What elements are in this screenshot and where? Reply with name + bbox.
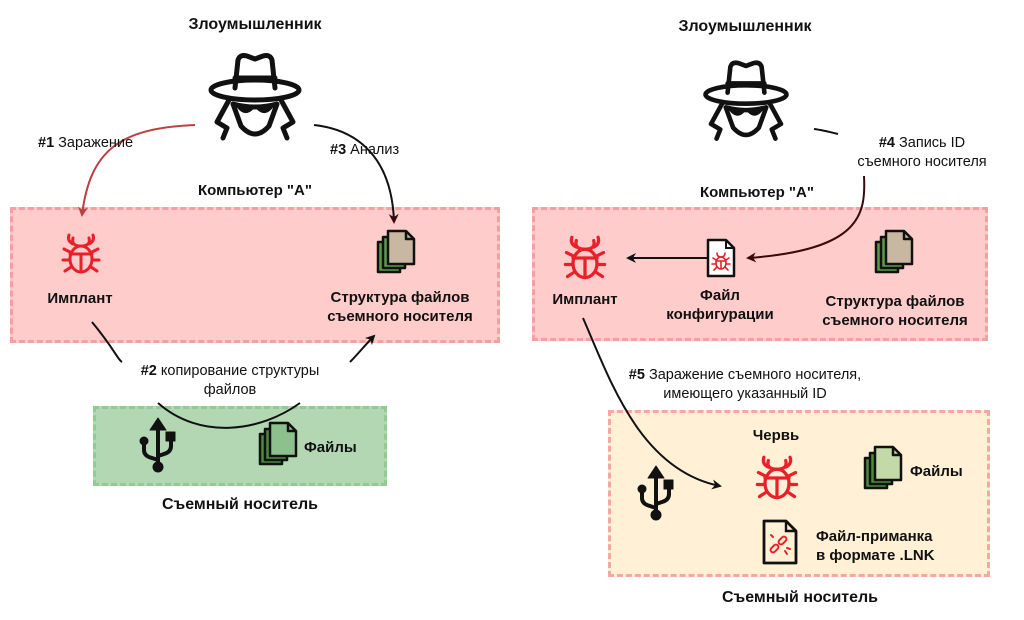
right-files-label: Файлы: [910, 463, 963, 480]
left-implant-label: Имплант: [47, 290, 113, 307]
right-usb-title: Съемный носитель: [721, 589, 879, 606]
files-icon: [863, 445, 903, 490]
files-icon: [258, 421, 298, 466]
left-files-label: Файлы: [304, 439, 357, 456]
step5-label: #5 Заражение съемного носителя, имеющего…: [628, 367, 862, 402]
left-usb-title: Съемный носитель: [161, 496, 319, 513]
right-file-structure-label: Структура файлов съемного носителя: [822, 293, 968, 329]
left-computer-box: [10, 207, 500, 343]
step1-label: #1 Заражение: [38, 135, 134, 151]
config-file-label: Файл конфигурации: [666, 287, 774, 323]
step3-label: #3 Анализ: [330, 142, 400, 158]
lnk-bait-label: Файл-приманка в формате .LNK: [816, 528, 935, 564]
step4-label: #4 Запись ID съемного носителя: [857, 135, 987, 170]
right-implant-label: Имплант: [552, 291, 618, 308]
usb-icon: [139, 417, 176, 473]
right-attacker-title: Злоумышленник: [678, 18, 812, 35]
bug-icon: [563, 235, 607, 280]
lnk-bait-file-icon: [762, 519, 798, 565]
left-attacker-title: Злоумышленник: [188, 16, 322, 33]
files-stack-icon: [874, 229, 914, 274]
files-stack-icon: [376, 229, 416, 274]
hacker-spy-icon: [703, 60, 789, 141]
worm-label: Червь: [752, 427, 800, 444]
left-computer-title: Компьютер "A": [197, 182, 312, 199]
usb-icon: [637, 465, 674, 521]
config-file-icon: [706, 238, 736, 278]
hacker-spy-icon: [208, 53, 302, 141]
right-computer-title: Компьютер "A": [699, 184, 814, 201]
worm-bug-icon: [755, 455, 799, 500]
bug-icon: [61, 233, 101, 274]
step2-label: #2 копирование структуры файлов: [140, 363, 320, 398]
left-file-structure-label: Структура файлов съемного носителя: [327, 289, 473, 325]
